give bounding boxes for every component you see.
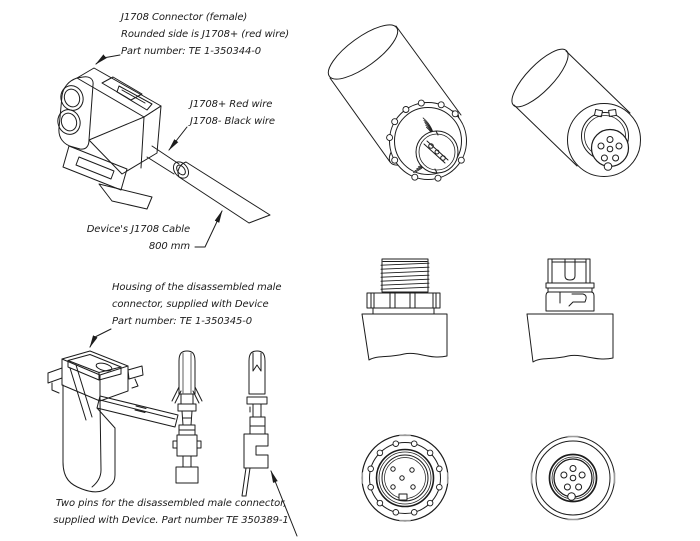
plain-connector-face-view bbox=[530, 435, 616, 521]
pin-front-view bbox=[171, 350, 203, 484]
lower-column bbox=[62, 384, 116, 493]
cable-annotation: Device's J1708 Cable 800 mm bbox=[60, 221, 190, 255]
annotation-line: Part number: TE 1-350344-0 bbox=[121, 46, 262, 57]
knurl-bumps bbox=[367, 440, 443, 516]
cylindrical-connector-plain-iso bbox=[511, 48, 641, 177]
centerline-ticks bbox=[530, 435, 616, 521]
pin-side-view bbox=[241, 350, 269, 497]
latch-wing bbox=[116, 85, 153, 111]
annotation-line: Device's J1708 Cable bbox=[86, 224, 190, 235]
wire-tail bbox=[241, 467, 251, 497]
cylindrical-connector-threaded-iso bbox=[327, 24, 467, 182]
annotation-line: supplied with Device. Part number TE 350… bbox=[53, 515, 289, 526]
leader-pins bbox=[270, 469, 298, 537]
annotation-line: Two pins for the disassembled male conne… bbox=[55, 498, 287, 509]
threaded-connector-side-view bbox=[361, 258, 448, 361]
annotation-line: Part number: TE 1-350345-0 bbox=[112, 316, 253, 327]
threaded-connector-face-view bbox=[361, 434, 449, 522]
retention-barbs bbox=[171, 386, 203, 404]
annotation-line: Housing of the disassembled male bbox=[112, 282, 282, 293]
hex-collar bbox=[366, 292, 441, 309]
leader-housing bbox=[89, 328, 112, 348]
key-notch bbox=[603, 162, 613, 171]
skirt-flange bbox=[62, 145, 128, 191]
latch-hook bbox=[568, 293, 587, 307]
annotation-line: 800 mm bbox=[148, 241, 190, 252]
side-rail bbox=[96, 395, 179, 428]
pin-face bbox=[553, 458, 593, 498]
annotation-line: Rounded side is J1708+ (red wire) bbox=[121, 29, 290, 40]
contact-hole-minus bbox=[57, 109, 81, 135]
coupling-nut-knurls bbox=[386, 99, 465, 182]
pin-tip bbox=[178, 350, 196, 395]
key-notch bbox=[398, 493, 408, 501]
leader-cable bbox=[194, 210, 223, 248]
right-latch bbox=[127, 365, 144, 389]
female-connector-annotation: J1708 Connector (female) Rounded side is… bbox=[121, 9, 289, 60]
annotation-line: connector, supplied with Device bbox=[112, 299, 269, 310]
ferrule bbox=[172, 161, 190, 179]
body-broken-view bbox=[526, 313, 614, 363]
wire-annotation: J1708+ Red wire J1708- Black wire bbox=[190, 96, 275, 130]
pin-face bbox=[590, 128, 630, 168]
body-broken-view bbox=[361, 313, 448, 361]
cable-blade bbox=[177, 161, 271, 224]
pin-tip bbox=[248, 350, 266, 395]
male-housing-iso-drawing bbox=[47, 350, 179, 493]
housing-annotation: Housing of the disassembled male connect… bbox=[112, 279, 282, 330]
key-notch bbox=[567, 492, 576, 501]
centerline-ticks bbox=[361, 434, 449, 522]
annotation-line: J1708+ Red wire bbox=[190, 99, 273, 110]
leader-lines bbox=[89, 54, 298, 537]
latch-collar bbox=[545, 291, 595, 312]
annotation-line: J1708- Black wire bbox=[190, 116, 275, 127]
latched-connector-side-view bbox=[526, 258, 614, 363]
annotation-line: J1708 Connector (female) bbox=[121, 12, 248, 23]
female-connector-iso-drawing bbox=[57, 67, 271, 224]
contact-hole-plus bbox=[60, 85, 84, 111]
leader-wires bbox=[168, 126, 188, 151]
pins-annotation: Two pins for the disassembled male conne… bbox=[38, 495, 304, 529]
leader-female-connector bbox=[95, 54, 121, 65]
slot bbox=[564, 258, 576, 281]
left-tab bbox=[47, 367, 63, 394]
wire-taper bbox=[146, 145, 180, 175]
connector-face bbox=[415, 130, 459, 174]
top-block bbox=[547, 258, 591, 284]
crimp-barrel bbox=[176, 434, 198, 457]
crimp-flag bbox=[243, 433, 269, 469]
